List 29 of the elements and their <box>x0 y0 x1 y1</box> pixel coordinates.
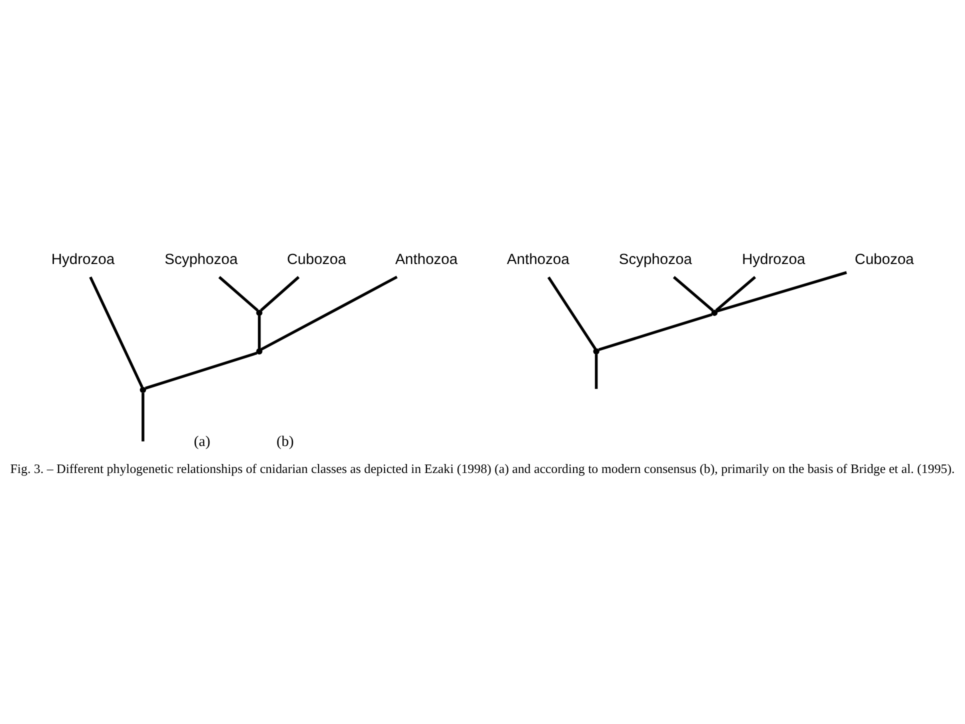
connector <box>594 354 598 389</box>
node-point <box>256 310 262 316</box>
label: (a) <box>194 434 210 450</box>
connector <box>258 316 261 348</box>
caption: Fig. 3. – Different phylogenetic relationships of cnidarian classes as depicted in Ezaki (1998) (a) and according to modern consensus (b), primarily on the basis of Bridge et al. (1995). <box>10 461 955 476</box>
node-text: Anthozoa <box>395 252 458 268</box>
connector <box>547 276 596 350</box>
node-text: Scyphozoa <box>618 252 692 268</box>
connector <box>142 392 144 442</box>
node-text: Scyphozoa <box>164 252 238 268</box>
node-point <box>711 310 718 316</box>
connector <box>260 276 398 351</box>
connector <box>716 271 847 313</box>
node-text: Cubozoa <box>286 252 346 268</box>
node-text: Hydrozoa <box>51 252 115 268</box>
connector <box>89 276 144 388</box>
connector <box>218 276 259 312</box>
node-text: Cubozoa <box>854 252 914 268</box>
connector <box>672 276 714 312</box>
node-point <box>140 386 146 394</box>
connector <box>598 313 712 352</box>
node-text: Hydrozoa <box>742 252 806 268</box>
connector <box>715 276 756 312</box>
node-text: Anthozoa <box>506 252 570 268</box>
connector <box>260 276 300 312</box>
node-point <box>256 348 262 354</box>
label: (b) <box>276 434 294 450</box>
connector <box>144 352 258 390</box>
node-point <box>593 348 600 354</box>
